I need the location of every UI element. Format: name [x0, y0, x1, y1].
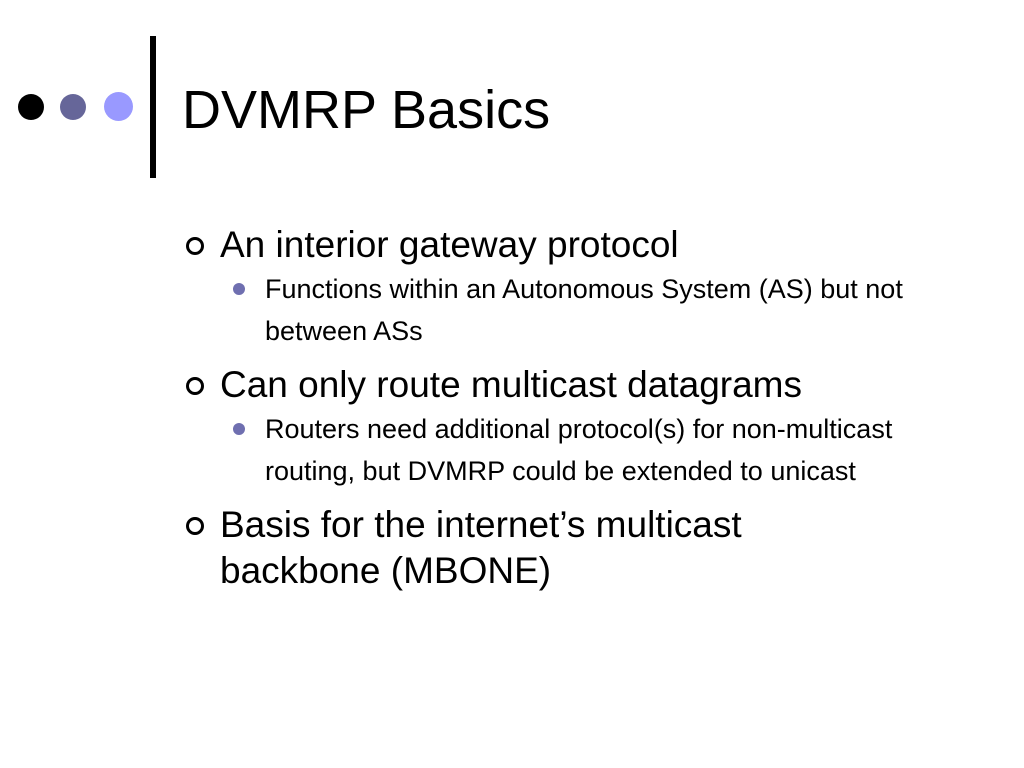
- hollow-bullet-icon: [186, 377, 204, 395]
- bullet-item: Can only route multicast datagrams: [186, 362, 986, 408]
- sub-bullet-text: Functions within an Autonomous System (A…: [265, 274, 903, 346]
- title-divider: [150, 36, 156, 178]
- bullet-text: An interior gateway protocol: [220, 224, 679, 265]
- dot-slate-icon: [60, 94, 86, 120]
- sub-bullet-item: Routers need additional protocol(s) for …: [233, 408, 945, 492]
- sub-bullet-text: Routers need additional protocol(s) for …: [265, 414, 893, 486]
- filled-bullet-icon: [233, 423, 245, 435]
- bullet-list: An interior gateway protocol Functions w…: [186, 222, 986, 594]
- bullet-item: Basis for the internet’s multicast backb…: [186, 502, 860, 594]
- decorative-dots: [0, 0, 150, 200]
- bullet-item: An interior gateway protocol: [186, 222, 986, 268]
- hollow-bullet-icon: [186, 517, 204, 535]
- dot-periwinkle-icon: [104, 92, 133, 121]
- filled-bullet-icon: [233, 283, 245, 295]
- bullet-text: Basis for the internet’s multicast backb…: [220, 504, 742, 591]
- bullet-text: Can only route multicast datagrams: [220, 364, 802, 405]
- slide-title: DVMRP Basics: [182, 80, 551, 140]
- hollow-bullet-icon: [186, 237, 204, 255]
- dot-black-icon: [18, 94, 44, 120]
- sub-bullet-item: Functions within an Autonomous System (A…: [233, 268, 945, 352]
